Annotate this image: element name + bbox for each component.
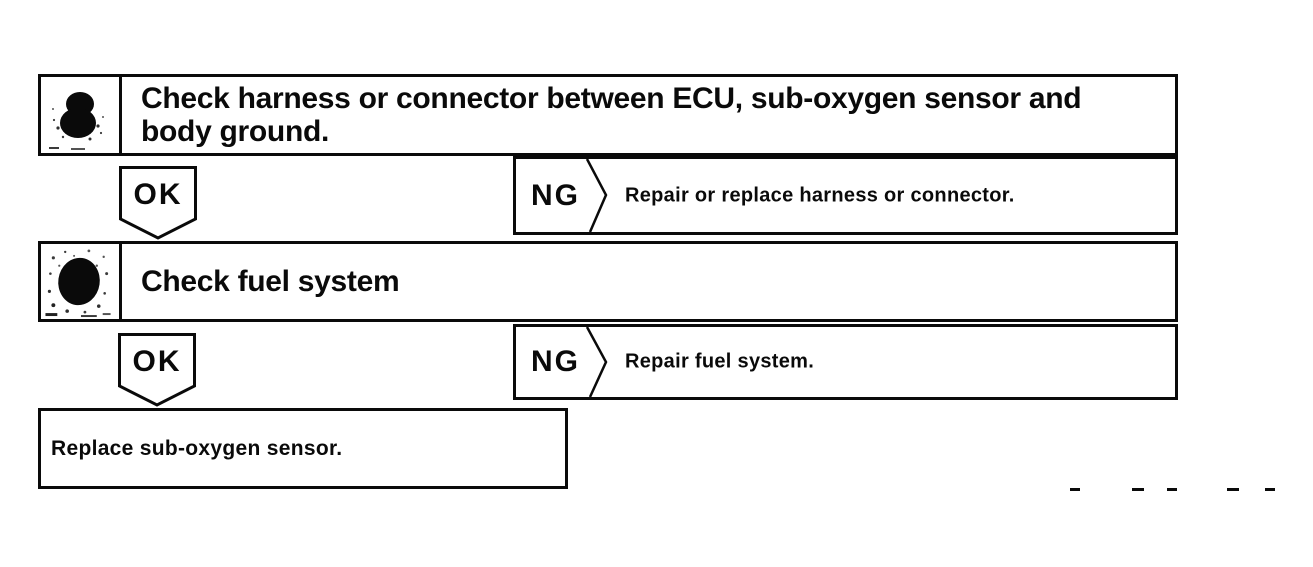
step-2-box: Check fuel system (38, 241, 1178, 322)
step-1-ok-connector: OK (119, 166, 197, 240)
step-1-ng-branch: NG Repair or replace harness or connecto… (513, 156, 1178, 235)
scan-dash-mark (1070, 488, 1080, 491)
scan-dash-mark (1227, 488, 1239, 491)
step-2-number-badge (41, 244, 122, 319)
chevron-right-icon (585, 159, 608, 232)
ng-label: NG (531, 345, 580, 378)
step-1-title: Check harness or connector between ECU, … (122, 77, 1175, 153)
scan-dash-mark (1167, 488, 1177, 491)
pentagon-down-shape (118, 333, 196, 407)
scan-dash-mark (1265, 488, 1275, 491)
chevron-right-icon (585, 327, 608, 397)
final-action-box: Replace sub-oxygen sensor. (38, 408, 568, 489)
step-2-ok-connector: OK (118, 333, 196, 407)
final-action-text: Replace sub-oxygen sensor. (51, 436, 343, 460)
step-1-title-text: Check harness or connector between ECU, … (141, 82, 1082, 148)
step-1-box: Check harness or connector between ECU, … (38, 74, 1178, 156)
ok-label: OK (133, 178, 183, 211)
ok-label: OK (132, 345, 182, 378)
step-1-ng-action: Repair or replace harness or connector. (625, 184, 1015, 206)
step-2-title-text: Check fuel system (141, 265, 400, 298)
pentagon-down-shape (119, 166, 197, 240)
ng-label: NG (531, 178, 580, 212)
step-2-ng-action: Repair fuel system. (625, 350, 815, 373)
ink-blot-icon (49, 92, 104, 150)
scan-dash-mark (1132, 488, 1144, 491)
step-2-title: Check fuel system (122, 244, 1175, 319)
step-1-number-badge (41, 77, 122, 153)
ink-blot-icon (45, 249, 111, 318)
step-2-ng-branch: NG Repair fuel system. (513, 324, 1178, 400)
